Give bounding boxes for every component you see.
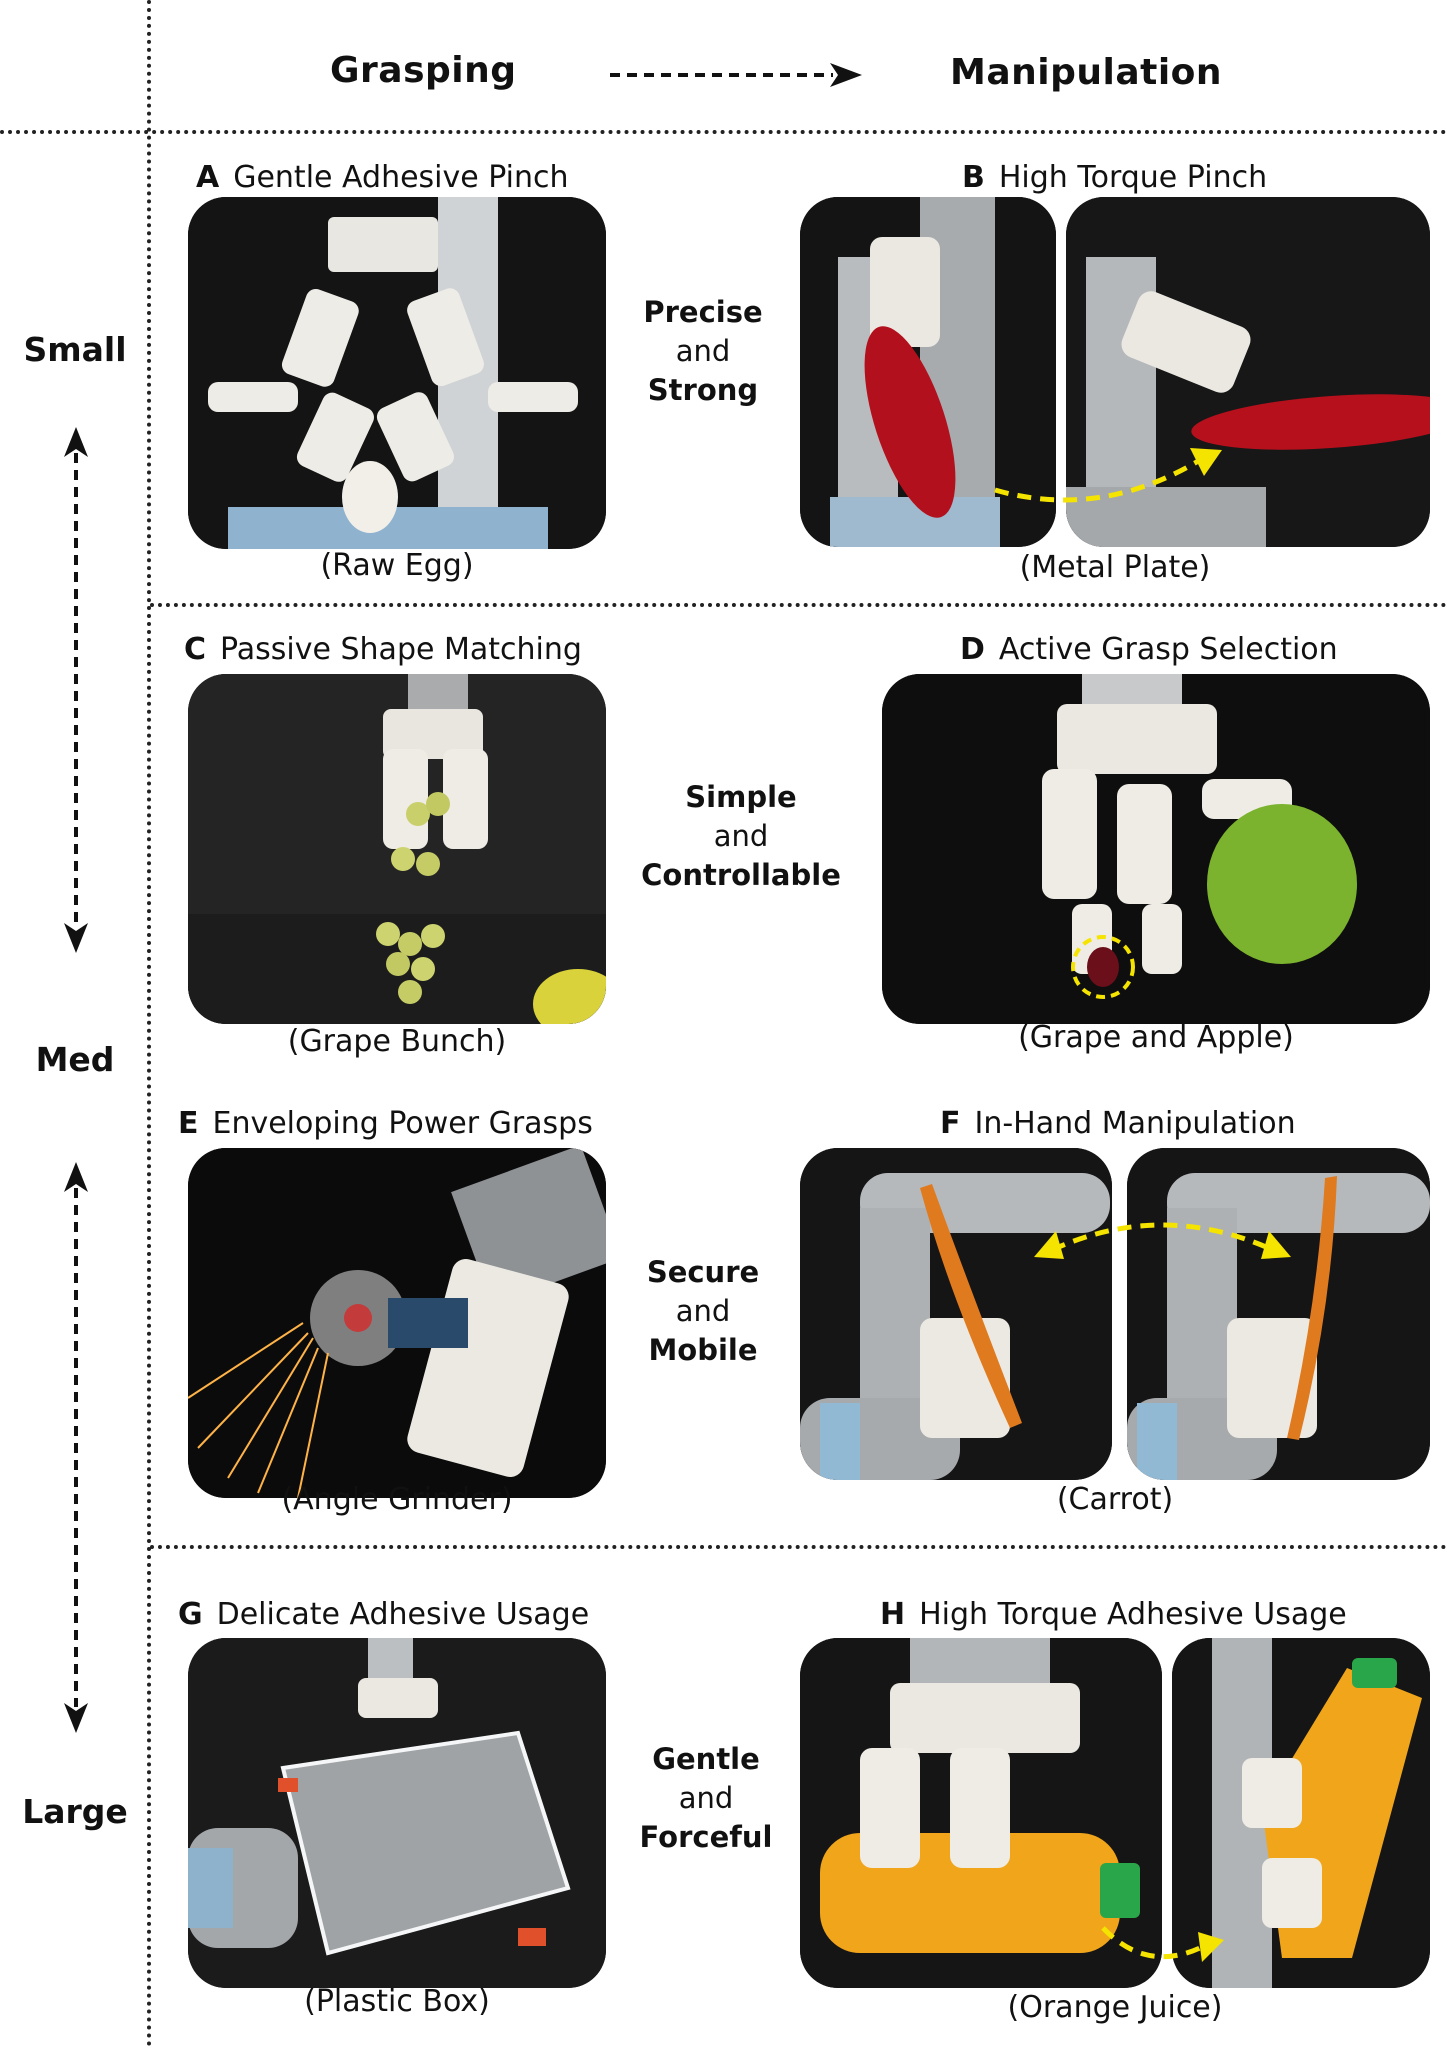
panel-g-caption: (Plastic Box) bbox=[304, 1984, 490, 2019]
panel-b-letter: B bbox=[962, 160, 985, 195]
panel-e-title: E Enveloping Power Grasps bbox=[178, 1106, 593, 1141]
middle-label-row4-mid: and bbox=[678, 1781, 734, 1815]
size-large-label: Large bbox=[22, 1792, 128, 1831]
middle-label-row2: Simple and Controllable bbox=[641, 778, 841, 895]
panel-c-title-text: Passive Shape Matching bbox=[220, 632, 582, 667]
panel-h-caption: (Orange Juice) bbox=[1007, 1990, 1223, 2025]
size-med-label: Med bbox=[35, 1040, 115, 1079]
panel-d-caption: (Grape and Apple) bbox=[1018, 1020, 1294, 1055]
middle-label-row2-top: Simple bbox=[685, 780, 797, 814]
panel-b-caption: (Metal Plate) bbox=[1019, 550, 1211, 585]
panel-e-title-text: Enveloping Power Grasps bbox=[212, 1106, 593, 1141]
row-divider-1 bbox=[150, 603, 1447, 607]
panel-a-title-text: Gentle Adhesive Pinch bbox=[233, 160, 569, 195]
panel-a-letter: A bbox=[196, 160, 220, 195]
middle-label-row1-bottom: Strong bbox=[647, 373, 759, 407]
middle-label-row4: Gentle and Forceful bbox=[606, 1740, 806, 1857]
panel-f-motion-arrow bbox=[1034, 1222, 1291, 1259]
size-arrow-lower bbox=[64, 1162, 88, 1733]
panel-h-photo-right bbox=[1172, 1638, 1430, 1988]
panel-g-photo bbox=[188, 1638, 606, 1988]
panel-a-photo bbox=[188, 197, 606, 549]
panel-d-title: D Active Grasp Selection bbox=[960, 632, 1338, 667]
panel-a-caption: (Raw Egg) bbox=[320, 548, 474, 583]
middle-label-row2-mid: and bbox=[713, 819, 769, 853]
panel-f-photo-left bbox=[800, 1148, 1112, 1480]
middle-label-row3-bottom: Mobile bbox=[648, 1333, 758, 1367]
middle-label-row4-top: Gentle bbox=[652, 1742, 760, 1776]
grasping-heading: Grasping bbox=[330, 50, 517, 91]
size-arrow-upper bbox=[64, 427, 88, 953]
middle-label-row3-top: Secure bbox=[646, 1255, 760, 1289]
middle-label-row3-mid: and bbox=[675, 1294, 731, 1328]
grasping-to-manipulation-arrow bbox=[610, 63, 862, 87]
middle-label-row1-top: Precise bbox=[643, 295, 763, 329]
panel-c-caption: (Grape Bunch) bbox=[287, 1024, 507, 1059]
middle-label-row4-bottom: Forceful bbox=[639, 1820, 773, 1854]
panel-c-photo bbox=[188, 674, 606, 1024]
panel-g-title: G Delicate Adhesive Usage bbox=[178, 1597, 589, 1632]
panel-c-letter: C bbox=[184, 632, 207, 667]
panel-g-title-text: Delicate Adhesive Usage bbox=[216, 1597, 590, 1632]
panel-f-photo-right bbox=[1127, 1148, 1430, 1480]
header-divider bbox=[0, 130, 1447, 134]
panel-h-title-text: High Torque Adhesive Usage bbox=[919, 1597, 1347, 1632]
panel-a-title: A Gentle Adhesive Pinch bbox=[196, 160, 569, 195]
size-small-label: Small bbox=[23, 330, 127, 369]
panel-f-title: F In-Hand Manipulation bbox=[940, 1106, 1296, 1141]
panel-d-photo bbox=[882, 674, 1430, 1024]
panel-e-letter: E bbox=[178, 1106, 199, 1141]
panel-h-motion-arrow bbox=[1101, 1926, 1224, 1962]
panel-f-caption: (Carrot) bbox=[1056, 1482, 1174, 1517]
row-divider-2 bbox=[150, 1545, 1447, 1549]
panel-e-caption: (Angle Grinder) bbox=[281, 1482, 513, 1517]
middle-label-row3: Secure and Mobile bbox=[603, 1253, 803, 1370]
panel-d-title-text: Active Grasp Selection bbox=[998, 632, 1338, 667]
panel-b-motion-arrow bbox=[994, 448, 1222, 503]
middle-label-row1: Precise and Strong bbox=[603, 293, 803, 410]
middle-label-row1-mid: and bbox=[675, 334, 731, 368]
panel-b-photo-right bbox=[1066, 197, 1430, 547]
panel-b-photo-left bbox=[800, 197, 1056, 547]
panel-f-title-text: In-Hand Manipulation bbox=[974, 1106, 1296, 1141]
panel-b-title-text: High Torque Pinch bbox=[998, 160, 1268, 195]
middle-label-row2-bottom: Controllable bbox=[641, 858, 841, 892]
manipulation-heading: Manipulation bbox=[950, 52, 1223, 93]
panel-b-title: B High Torque Pinch bbox=[962, 160, 1267, 195]
panel-c-title: C Passive Shape Matching bbox=[184, 632, 582, 667]
panel-d-letter: D bbox=[960, 632, 985, 667]
panel-e-photo bbox=[188, 1148, 606, 1498]
panel-h-letter: H bbox=[880, 1597, 906, 1632]
vertical-divider bbox=[147, 0, 151, 2048]
panel-g-letter: G bbox=[178, 1597, 203, 1632]
panel-h-title: H High Torque Adhesive Usage bbox=[880, 1597, 1347, 1632]
panel-f-letter: F bbox=[940, 1106, 961, 1141]
